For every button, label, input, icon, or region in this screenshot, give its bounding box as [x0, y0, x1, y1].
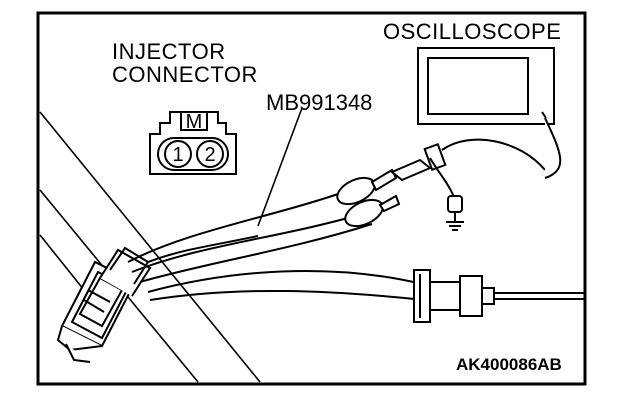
- tool-number-label: MB991348: [266, 90, 373, 115]
- scope-probe: [390, 138, 546, 231]
- connector-face-diagram: [149, 111, 237, 175]
- injector-label-line2: CONNECTOR: [112, 62, 258, 87]
- injector-label-line1: INJECTOR: [112, 39, 226, 64]
- test-harness-wires: [127, 189, 425, 301]
- tool-leader-line: [257, 107, 303, 227]
- figure-frame: [36, 11, 587, 386]
- pin-1-circle: [164, 140, 192, 168]
- oscilloscope-device: [417, 47, 562, 179]
- probe-clips: [336, 168, 401, 228]
- harness-connector-right: [413, 269, 586, 323]
- pin-2-label: 2: [204, 144, 215, 166]
- connector-key-label: M: [186, 111, 203, 133]
- pin-2-circle: [196, 140, 224, 168]
- figure-code-label: AK400086AB: [456, 355, 562, 374]
- oscilloscope-label: OSCILLOSCOPE: [383, 19, 562, 44]
- installed-injector-connector: [56, 246, 152, 363]
- pin-1-label: 1: [172, 144, 183, 166]
